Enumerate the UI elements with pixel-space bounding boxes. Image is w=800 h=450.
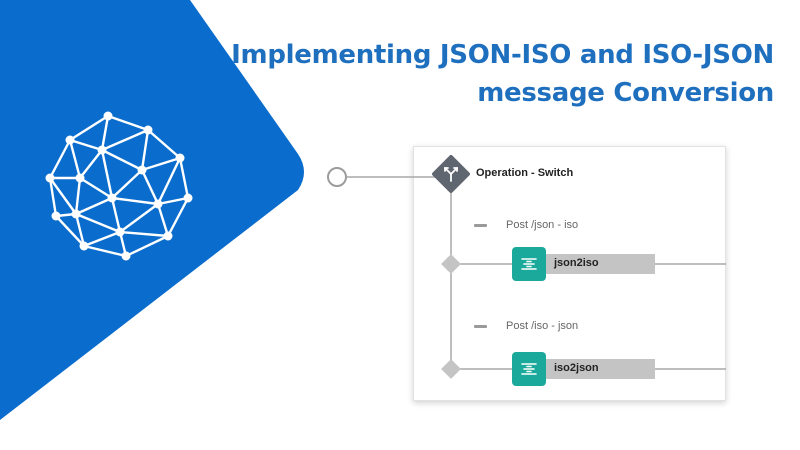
step-label-json2iso: json2iso: [554, 257, 599, 269]
transform-icon: [512, 247, 546, 281]
start-node-icon[interactable]: [327, 167, 347, 187]
transform-icon: [512, 352, 546, 386]
title-line-1: Implementing JSON-ISO and ISO-JSON: [231, 40, 774, 70]
operation-label: Operation - Switch: [476, 167, 574, 179]
step-iso2json[interactable]: [528, 359, 655, 379]
switch-branch-icon: [444, 167, 458, 182]
route-label-2: Post /iso - json: [506, 320, 579, 332]
step-label-iso2json: iso2json: [554, 362, 599, 374]
collapse-route-1-icon[interactable]: [474, 224, 487, 227]
collapse-route-2-icon[interactable]: [474, 325, 487, 328]
title-line-2: message Conversion: [477, 78, 774, 108]
step-json2iso[interactable]: [528, 254, 655, 274]
route-label-1: Post /json - iso: [506, 219, 579, 231]
page-title: Implementing JSON-ISO and ISO-JSON messa…: [231, 36, 774, 112]
geodesic-sphere-icon: [45, 111, 193, 261]
